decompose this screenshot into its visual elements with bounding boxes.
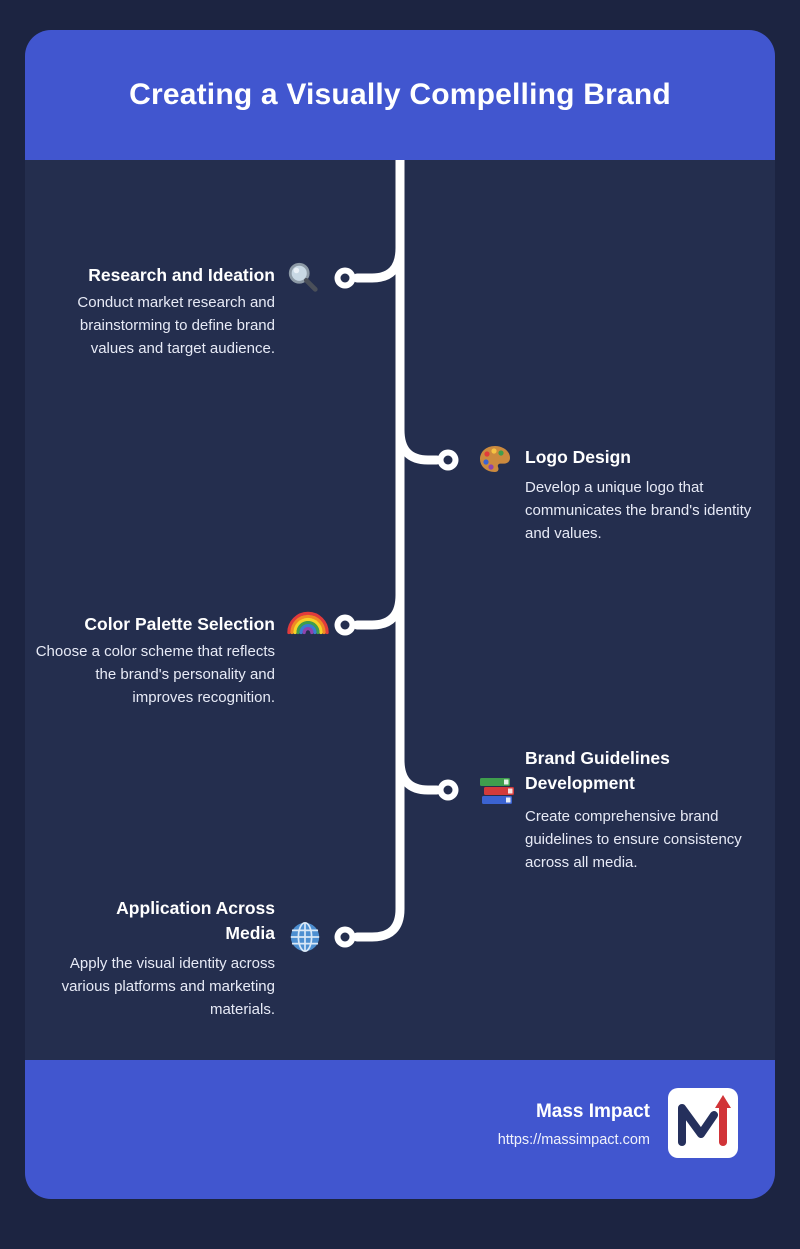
item-3-title: Color Palette Selection <box>84 614 275 634</box>
brand-name: Mass Impact <box>535 1101 650 1122</box>
page-title: Creating a Visually Compelling Brand <box>129 78 671 111</box>
palette-icon <box>477 443 513 477</box>
infographic-card: Creating a Visually Compelling Brand <box>25 30 775 1199</box>
globe-icon <box>288 920 322 954</box>
item-5-description: Apply the visual identity across various… <box>61 955 275 1018</box>
timeline-connector-lines <box>334 160 459 948</box>
brand-url: https://massimpact.com <box>497 1132 650 1148</box>
item-1-title: Research and Ideation <box>88 265 275 285</box>
rainbow-icon <box>287 609 329 635</box>
item-2-title: Logo Design <box>525 447 631 467</box>
books-icon <box>477 774 515 806</box>
header-banner: Creating a Visually Compelling Brand <box>25 30 775 160</box>
item-1-description: Conduct market research and brainstormin… <box>77 294 275 357</box>
mass-impact-logo <box>668 1088 738 1158</box>
item-5-title: Application Across Media <box>116 898 275 943</box>
item-4-title: Brand Guidelines Development <box>525 748 670 793</box>
timeline-nodes <box>334 267 459 948</box>
item-4-description: Create comprehensive brand guidelines to… <box>525 808 742 871</box>
timeline-body: Research and Ideation Conduct market res… <box>25 160 775 1060</box>
footer-banner: Mass Impact https://massimpact.com <box>25 1060 775 1199</box>
item-2-description: Develop a unique logo that communicates … <box>525 479 752 542</box>
item-3-description: Choose a color scheme that reflects the … <box>35 643 275 706</box>
magnifier-icon <box>286 261 320 295</box>
